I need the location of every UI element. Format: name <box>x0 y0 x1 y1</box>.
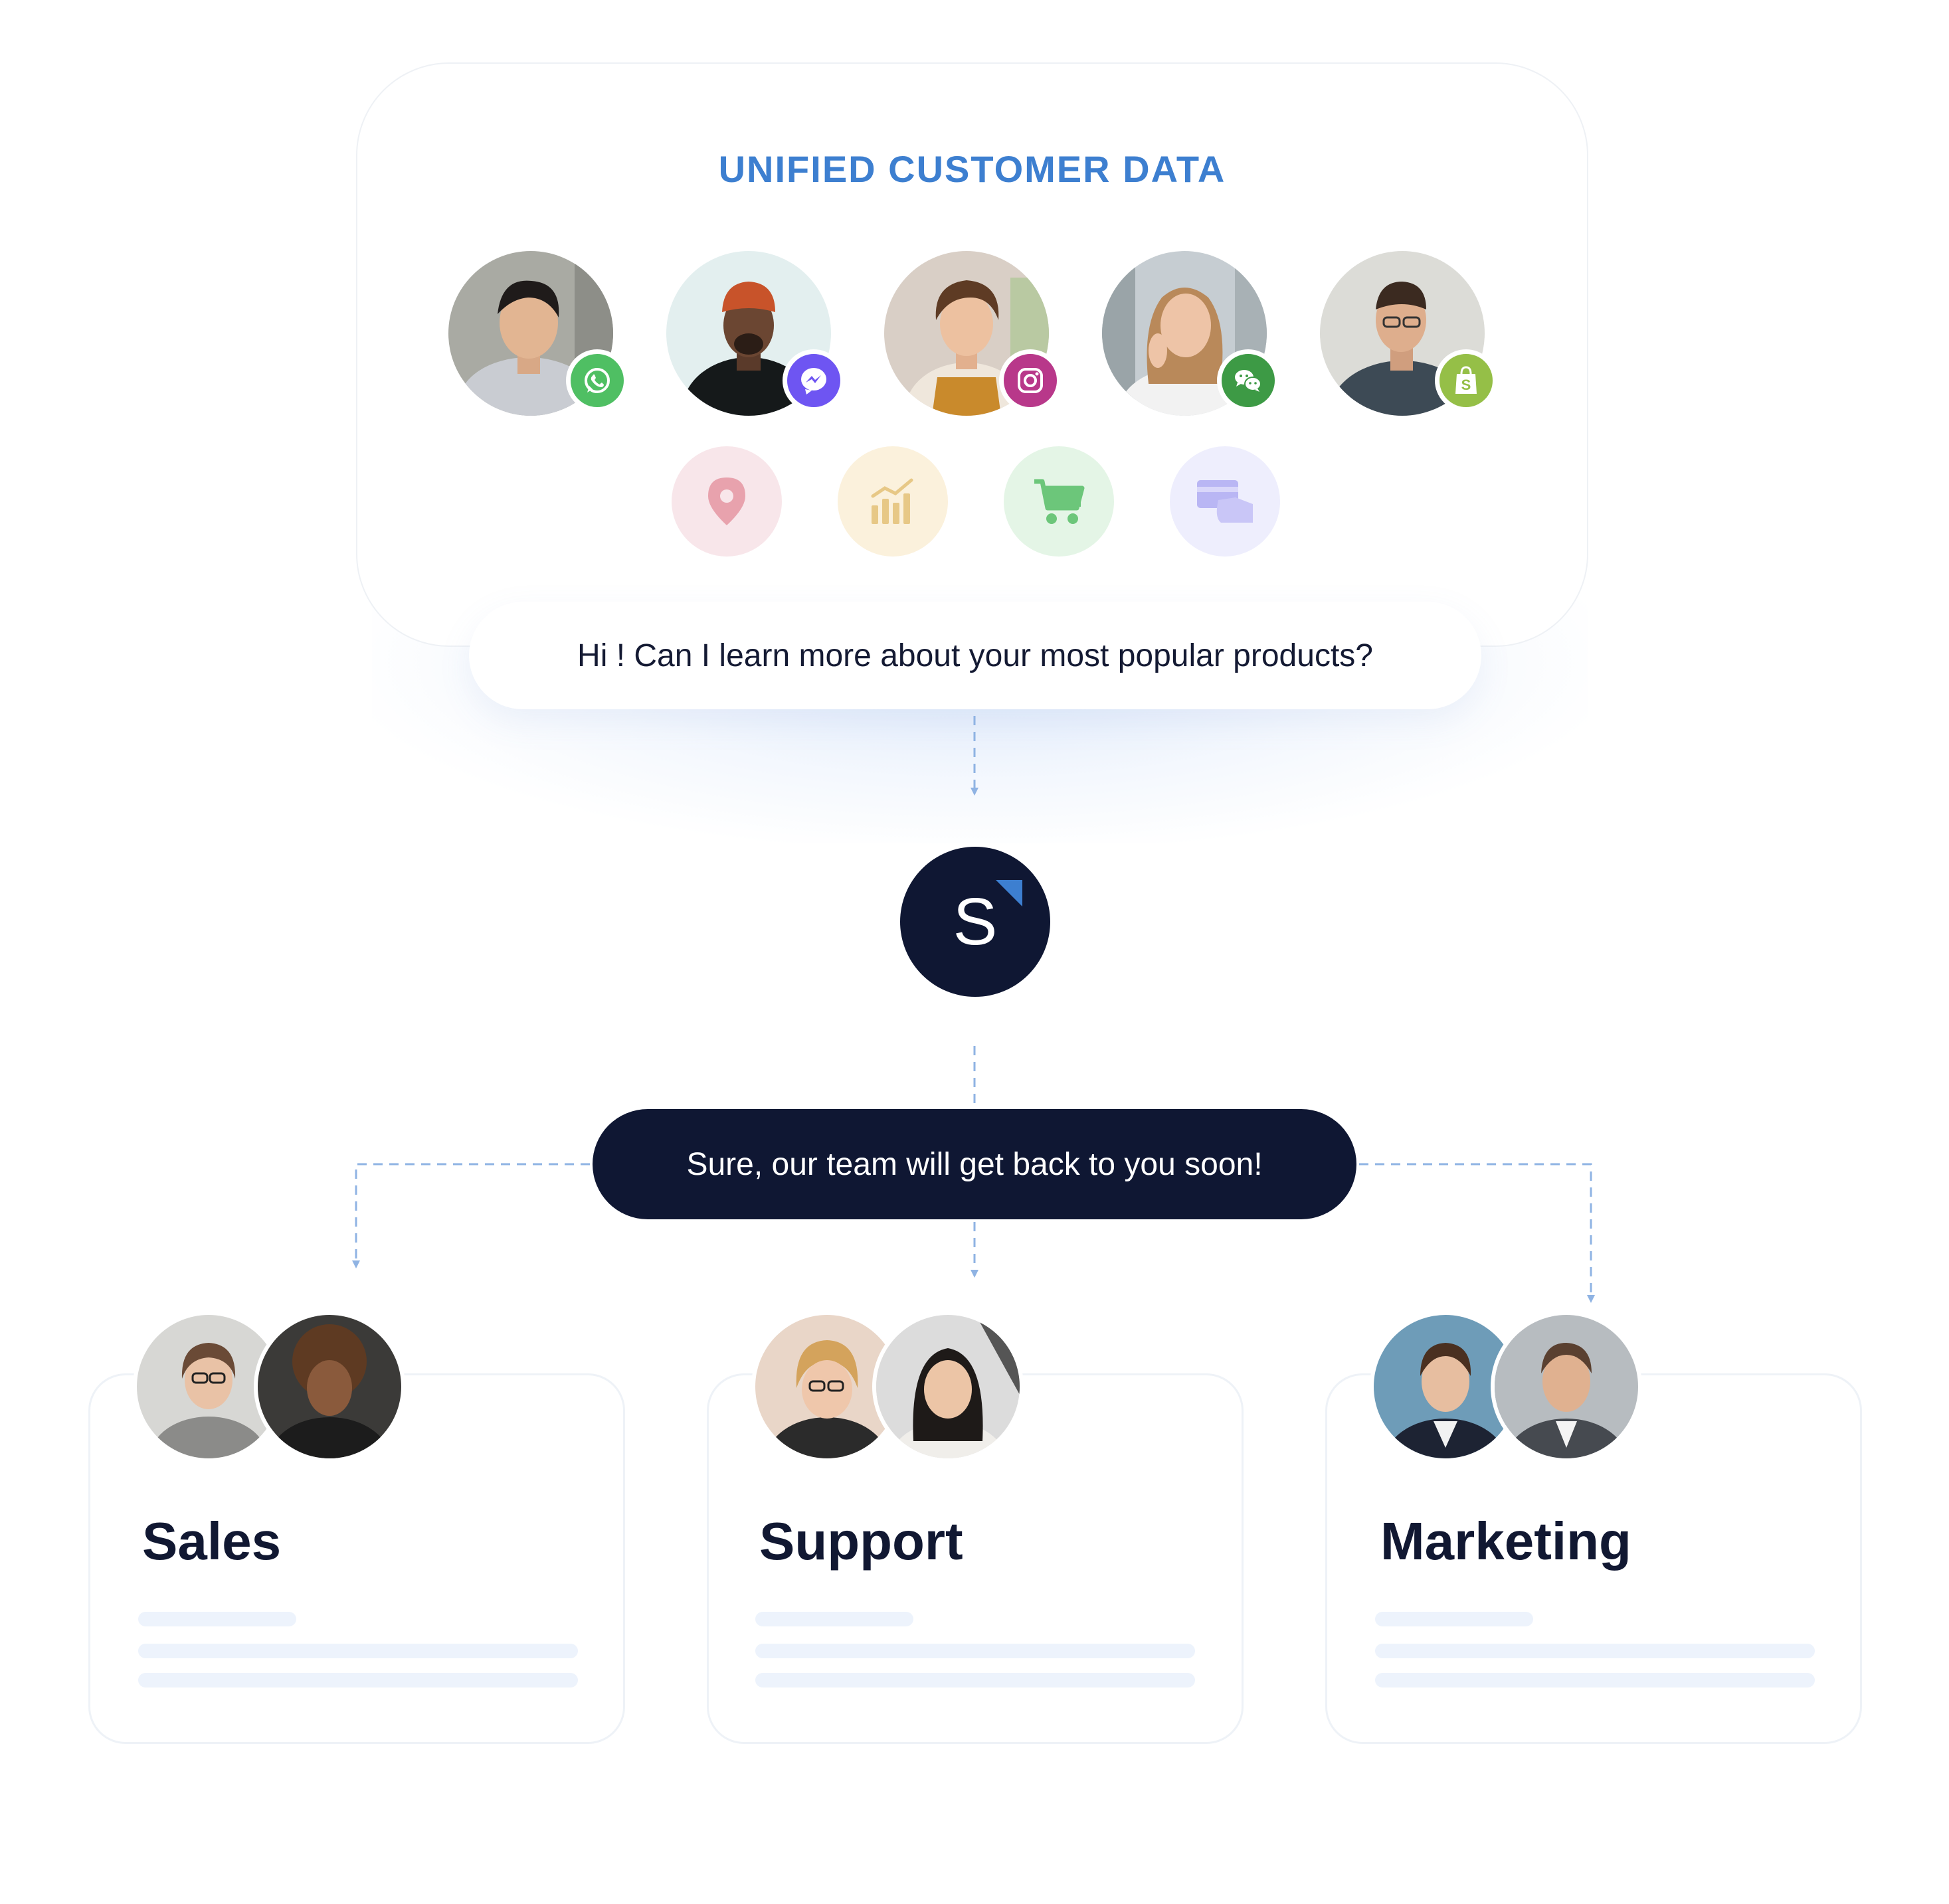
instagram-icon <box>1018 368 1043 393</box>
whatsapp-icon <box>585 368 610 393</box>
placeholder-line <box>138 1644 578 1658</box>
messenger-icon <box>801 368 826 394</box>
analytics-feature <box>838 446 948 557</box>
placeholder-line <box>755 1612 913 1626</box>
card-title: UNIFIED CUSTOMER DATA <box>718 148 1226 190</box>
placeholder-line <box>1375 1673 1815 1688</box>
placeholder-line <box>1375 1644 1815 1658</box>
messenger-badge <box>783 349 845 412</box>
location-pin-icon <box>708 477 745 525</box>
placeholder-line <box>755 1673 1195 1688</box>
placeholder-line <box>755 1644 1195 1658</box>
logo-corner-icon <box>996 880 1022 907</box>
marketing-agent-avatar-2[interactable] <box>1491 1311 1642 1462</box>
analytics-chart-icon <box>871 478 913 524</box>
payment-card-icon <box>1197 480 1253 523</box>
shopify-badge: S <box>1435 349 1497 412</box>
logo-letter: S <box>953 884 998 959</box>
instagram-badge <box>999 349 1062 412</box>
customer-avatar-5[interactable] <box>1320 251 1485 416</box>
sales-agent-avatar-2[interactable] <box>254 1311 405 1462</box>
svg-text:S: S <box>1461 377 1471 393</box>
placeholder-line <box>1375 1612 1533 1626</box>
placeholder-line <box>138 1673 578 1688</box>
shopping-cart-icon <box>1034 479 1085 524</box>
customer-question-text: Hi ! Can I learn more about your most po… <box>577 638 1373 673</box>
location-feature <box>672 446 782 557</box>
shopify-icon: S <box>1455 366 1477 394</box>
team-title-support: Support <box>759 1512 963 1571</box>
agent-answer-text: Sure, our team will get back to you soon… <box>686 1146 1263 1182</box>
cart-feature <box>1004 446 1114 557</box>
brand-logo[interactable]: S <box>900 847 1050 997</box>
agent-answer-bubble: Sure, our team will get back to you soon… <box>593 1109 1356 1219</box>
wechat-icon <box>1235 370 1261 392</box>
customer-question-bubble: Hi ! Can I learn more about your most po… <box>469 602 1481 709</box>
placeholder-line <box>138 1612 296 1626</box>
customer-avatar-1[interactable] <box>448 251 613 416</box>
whatsapp-badge <box>566 349 628 412</box>
payment-feature <box>1170 446 1280 557</box>
team-title-sales: Sales <box>142 1512 282 1571</box>
wechat-badge <box>1217 349 1279 412</box>
team-title-marketing: Marketing <box>1380 1512 1631 1571</box>
support-agent-avatar-2[interactable] <box>872 1311 1024 1462</box>
